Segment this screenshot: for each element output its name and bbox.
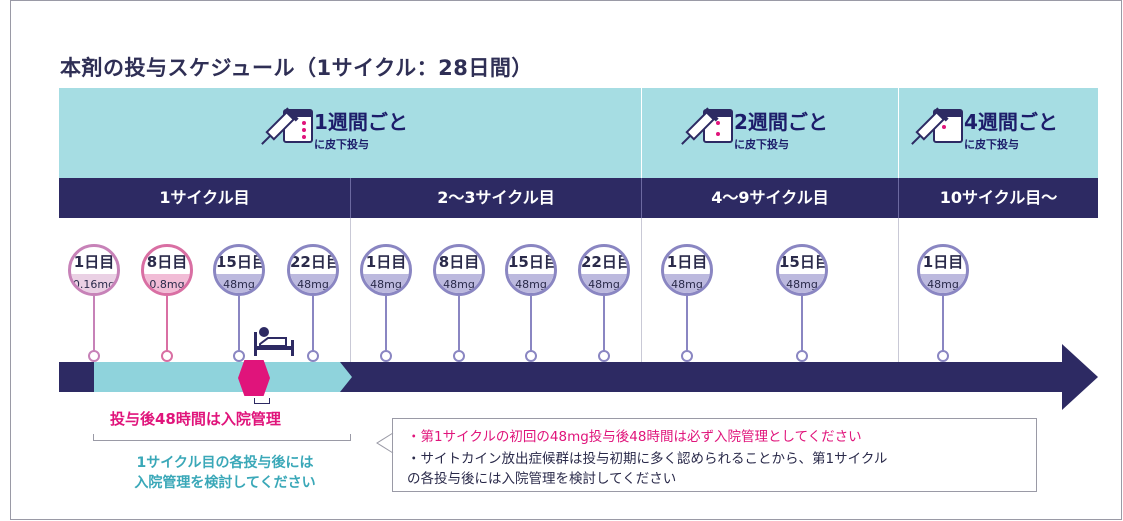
- timeline-arrowhead: [1062, 344, 1098, 410]
- dose-stem: [312, 296, 314, 352]
- dose-badge: 8日目 48mg: [433, 244, 485, 296]
- hospitalization-bar: [94, 362, 340, 392]
- dose-badge: 8日目 0.8mg: [141, 244, 193, 296]
- dose-day: 8日目: [146, 253, 188, 271]
- dose-badge: 15日目 48mg: [776, 244, 828, 296]
- dose-stem: [530, 296, 532, 352]
- dose-dot: [453, 350, 465, 362]
- cycle-separator: [350, 218, 351, 362]
- consider-line-1: 1サイクル目の各投与後には: [136, 455, 314, 471]
- dose-stem: [166, 296, 168, 352]
- hospital-bed-icon: [254, 327, 294, 356]
- callout-line-1: ・第1サイクルの初回の48mg投与後48時間は必ず入院管理としてください: [407, 429, 862, 445]
- dose-badge: 15日目 48mg: [505, 244, 557, 296]
- cycle-divider: [898, 178, 899, 218]
- dose-stem: [458, 296, 460, 352]
- syringe-calendar-icon: [681, 107, 733, 145]
- dose-day: 22日目: [581, 253, 630, 271]
- frequency-main-label: 4週間ごと: [964, 110, 1058, 134]
- dose-dot: [380, 350, 392, 362]
- hospitalization-consider-note: 1サイクル目の各投与後には 入院管理を検討してください: [97, 453, 353, 493]
- dose-day: 15日目: [779, 253, 828, 271]
- cycle-divider: [641, 178, 642, 218]
- band-divider: [898, 88, 899, 178]
- hospitalization-48h-note: 投与後48時間は入院管理: [110, 410, 281, 428]
- dose-dot: [88, 350, 100, 362]
- dose-dot: [796, 350, 808, 362]
- dose-stem: [942, 296, 944, 352]
- frequency-sub-label: に皮下投与: [734, 138, 789, 151]
- dose-dot: [598, 350, 610, 362]
- cycle-divider: [350, 178, 351, 218]
- band-divider: [641, 88, 642, 178]
- cycle-label-1: 1サイクル目: [159, 188, 250, 207]
- dose-day: 8日目: [438, 253, 480, 271]
- cycle-label-2-3: 2～3サイクル目: [437, 188, 555, 207]
- dose-stem: [801, 296, 803, 352]
- callout-line-3: の各投与後には入院管理を検討してください: [407, 471, 677, 487]
- dose-day: 1日目: [365, 253, 407, 271]
- dose-amount: 48mg: [920, 274, 966, 293]
- dose-day: 1日目: [922, 253, 964, 271]
- dose-badge: 1日目 48mg: [360, 244, 412, 296]
- callout-pointer: [376, 432, 394, 454]
- dose-badge: 22日目 48mg: [287, 244, 339, 296]
- dose-badge: 1日目 48mg: [917, 244, 969, 296]
- dose-dot: [307, 350, 319, 362]
- dose-badge: 1日目 48mg: [661, 244, 713, 296]
- dose-day: 15日目: [508, 253, 557, 271]
- cycle-label-10-plus: 10サイクル目～: [939, 188, 1058, 207]
- dose-stem: [686, 296, 688, 352]
- dose-dot: [937, 350, 949, 362]
- cycle-separator: [641, 218, 642, 362]
- dose-amount: 0.16mg: [71, 274, 117, 293]
- dose-amount: 0.8mg: [144, 274, 190, 293]
- bed-bracket: [254, 398, 270, 404]
- consider-line-2: 入院管理を検討してください: [134, 475, 316, 491]
- dose-day: 22日目: [290, 253, 339, 271]
- syringe-calendar-icon: [911, 107, 963, 145]
- dose-amount: 48mg: [216, 274, 262, 293]
- dose-dot: [161, 350, 173, 362]
- frequency-sub-label: に皮下投与: [964, 138, 1019, 151]
- callout-box: ・第1サイクルの初回の48mg投与後48時間は必ず入院管理としてください ・サイ…: [392, 418, 1037, 492]
- hospitalization-bar-tip: [340, 362, 352, 392]
- cycle1-bracket: [93, 434, 351, 441]
- hospitalization-48h-marker: [238, 360, 270, 396]
- dose-badge: 22日目 48mg: [578, 244, 630, 296]
- dose-stem: [385, 296, 387, 352]
- dose-day: 15日目: [216, 253, 265, 271]
- cycle-label-4-9: 4～9サイクル目: [711, 188, 829, 207]
- frequency-sub-label: に皮下投与: [314, 138, 369, 151]
- syringe-calendar-icon: [261, 107, 313, 145]
- dose-dot: [681, 350, 693, 362]
- dose-amount: 48mg: [508, 274, 554, 293]
- page-title: 本剤の投与スケジュール（1サイクル：28日間）: [60, 56, 533, 80]
- callout-line-2: ・サイトカイン放出症候群は投与初期に多く認められることから、第1サイクル: [407, 451, 888, 467]
- dose-amount: 48mg: [363, 274, 409, 293]
- dose-amount: 48mg: [436, 274, 482, 293]
- dose-dot: [233, 350, 245, 362]
- figure-frame: [10, 0, 1122, 520]
- dose-day: 1日目: [666, 253, 708, 271]
- dose-stem: [238, 296, 240, 352]
- dose-stem: [93, 296, 95, 352]
- dose-amount: 48mg: [664, 274, 710, 293]
- dose-dot: [525, 350, 537, 362]
- dose-amount: 48mg: [290, 274, 336, 293]
- dose-badge: 1日目 0.16mg: [68, 244, 120, 296]
- dose-amount: 48mg: [581, 274, 627, 293]
- cycle-separator: [898, 218, 899, 362]
- dose-amount: 48mg: [779, 274, 825, 293]
- cycle-band: [59, 178, 1098, 218]
- frequency-main-label: 2週間ごと: [734, 110, 828, 134]
- dose-stem: [603, 296, 605, 352]
- frequency-main-label: 1週間ごと: [314, 110, 408, 134]
- dose-day: 1日目: [73, 253, 115, 271]
- dose-badge: 15日目 48mg: [213, 244, 265, 296]
